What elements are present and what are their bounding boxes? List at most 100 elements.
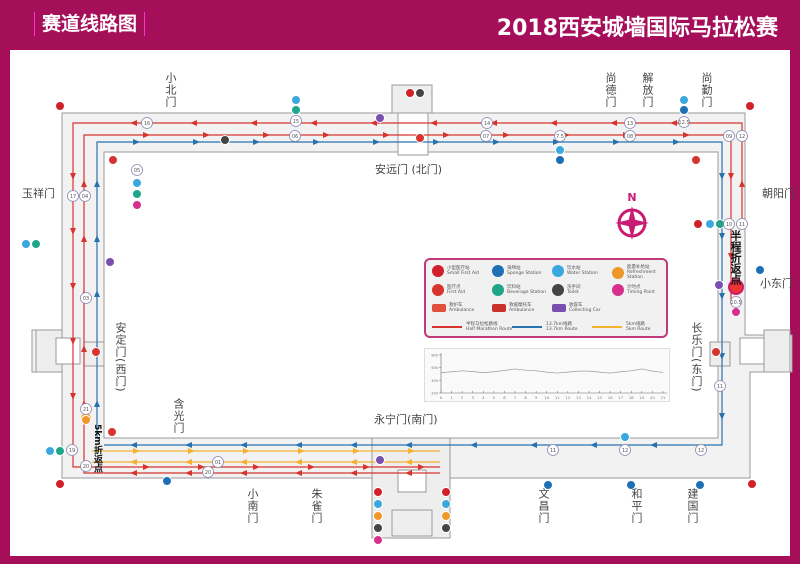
first-aid-icon: [415, 133, 425, 143]
km-marker: 08: [624, 130, 636, 142]
route-arrow: [133, 448, 140, 454]
km-marker-circle: [619, 444, 631, 456]
route-arrow: [263, 132, 270, 138]
km-marker-circle: [79, 190, 91, 202]
first-aid-icon: [107, 427, 117, 437]
km-marker-label: 12: [698, 448, 704, 454]
half-turnaround-label: 半程折返点: [729, 230, 742, 285]
route-arrow: [719, 233, 725, 240]
gate-label-changle: 长乐门(东门): [690, 322, 703, 393]
km-marker-label: 12: [622, 448, 628, 454]
km-marker-circle: [202, 466, 214, 478]
refreshment-icon: [441, 511, 451, 521]
elevation-point: [567, 371, 569, 373]
plus-icon: [747, 479, 757, 489]
compass-north-label: N: [627, 191, 636, 204]
water-icon: [132, 178, 142, 188]
route-arrow: [673, 139, 680, 145]
wc-icon: [552, 284, 564, 296]
km-marker: 12.5: [678, 116, 690, 128]
km-marker: 20: [80, 460, 92, 472]
km-marker-label: 01: [215, 460, 221, 466]
x-tick-label: 10: [544, 395, 549, 400]
route-arrow: [70, 173, 76, 180]
legend-label-zh: 收容车: [569, 303, 583, 308]
route-arrow: [295, 442, 302, 448]
beverage-icon: [31, 239, 41, 249]
gate-label-yuxiang: 玉祥门: [22, 187, 55, 200]
elevation-point: [662, 372, 664, 373]
km-marker-circle: [131, 164, 143, 176]
route-line: [72, 122, 743, 468]
km-marker-label: 7.5: [556, 134, 564, 140]
route-arrow: [470, 442, 477, 448]
km-marker-circle: [730, 296, 742, 308]
route-arrow: [295, 470, 302, 476]
gate-label-chaoyang: 朝阳门: [762, 187, 795, 200]
sponge-icon: [755, 265, 765, 275]
km-marker-label: 17: [70, 194, 76, 200]
x-tick-label: 4: [482, 395, 485, 400]
km-marker-circle: [80, 403, 92, 415]
route-arrow: [350, 470, 357, 476]
wc-icon: [373, 523, 383, 533]
x-tick-label: 8: [524, 395, 527, 400]
elevation-point: [504, 370, 505, 371]
km-marker: 12: [619, 444, 631, 456]
plus-icon: [373, 487, 383, 497]
legend-label-en: Ambulance: [449, 308, 475, 313]
x-tick-label: 3: [472, 395, 475, 400]
km-marker: 11: [547, 444, 559, 456]
water-icon: [373, 499, 383, 509]
route-arrow: [350, 442, 357, 448]
first-aid-icon: [691, 155, 701, 165]
route-arrow: [70, 338, 76, 345]
water-icon: [45, 446, 55, 456]
km-marker: 05: [131, 164, 143, 176]
km-marker: 13: [624, 117, 636, 129]
km-marker-circle: [80, 460, 92, 472]
route-arrow: [363, 464, 370, 470]
x-tick-label: 14: [587, 395, 592, 400]
route-arrow: [81, 180, 87, 187]
route-arrow: [650, 442, 657, 448]
legend-label-en: Ambulance: [509, 308, 535, 313]
elevation-point: [588, 370, 590, 372]
first-aid-icon: [91, 347, 101, 357]
plus-icon: [405, 88, 415, 98]
route-arrow: [295, 459, 302, 465]
km-marker: 11: [714, 380, 726, 392]
plus-icon: [432, 265, 444, 277]
km-marker-label: 05: [134, 168, 140, 174]
route-arrow: [240, 470, 247, 476]
km-marker-circle: [714, 380, 726, 392]
route-arrow: [130, 120, 137, 126]
route-arrow: [253, 464, 260, 470]
elevation-point: [535, 370, 537, 372]
route-label-en: 5km Route: [626, 327, 651, 332]
route-arrow: [250, 120, 257, 126]
first-aid-icon: [108, 155, 118, 165]
km-marker: 12: [736, 130, 748, 142]
route-arrow: [298, 448, 305, 454]
route-swatch: [512, 326, 542, 328]
x-tick-label: 13: [576, 395, 581, 400]
legend-label-zh: 救援摩托车: [509, 303, 532, 308]
route-arrow: [719, 353, 725, 360]
route-arrow: [610, 120, 617, 126]
first-aid-icon: [711, 347, 721, 357]
route-arrow: [323, 132, 330, 138]
route-arrow: [94, 180, 100, 187]
x-tick-label: 20: [650, 395, 655, 400]
route-arrow: [143, 464, 150, 470]
route-arrow: [408, 448, 415, 454]
km-marker-label: 11: [739, 222, 745, 228]
timing-icon: [731, 307, 741, 317]
elevation-point: [482, 372, 484, 374]
x-tick-label: 12: [565, 395, 570, 400]
